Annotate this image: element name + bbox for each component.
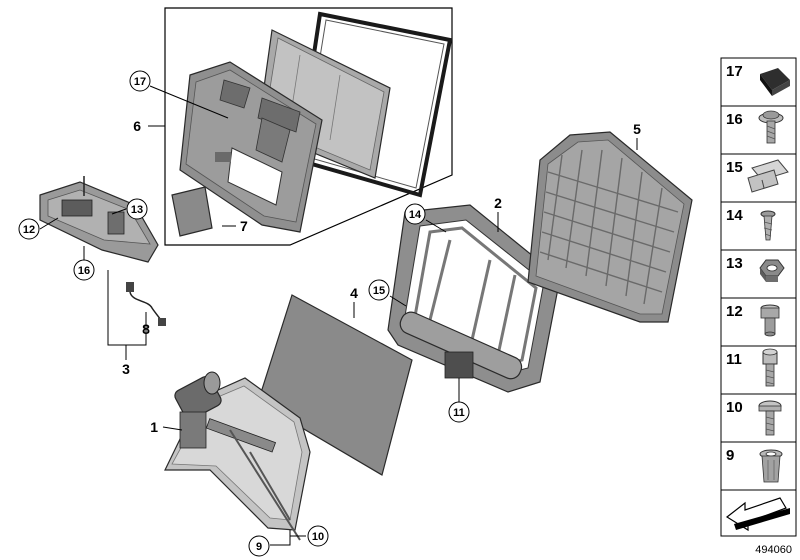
spring-clip-icon [747, 159, 789, 193]
sensor-cable [126, 282, 166, 326]
callout-5: 5 [633, 121, 641, 137]
callout-1: 1 [150, 419, 158, 435]
parts-legend: 17 16 15 14 13 [720, 57, 797, 537]
callout-12: 12 [23, 224, 35, 236]
mounting-bracket-left [39, 176, 159, 263]
legend-number: 16 [726, 111, 743, 128]
callout-11: 11 [453, 407, 465, 419]
legend-number: 10 [726, 399, 743, 416]
back-cover-grid [527, 131, 693, 323]
diagonal-arrow-icon [725, 497, 790, 532]
motor-drive-assembly [164, 371, 311, 541]
hex-nut-icon [759, 259, 785, 282]
rear-panel [257, 294, 413, 476]
callout-7: 7 [240, 218, 248, 234]
callout-6: 6 [133, 118, 141, 134]
callout-16: 16 [78, 265, 90, 277]
torx-screw-icon [758, 400, 782, 436]
callout-13: 13 [131, 204, 143, 216]
leader-lines [39, 85, 638, 546]
callout-labels: 17 6 7 13 12 16 8 3 4 2 5 14 15 11 1 9 1… [18, 70, 641, 557]
legend-number: 17 [726, 63, 743, 80]
callout-17: 17 [134, 76, 146, 88]
diagram-reference-number: 494060 [755, 544, 792, 556]
flange-screw-icon [758, 110, 784, 144]
legend-number: 15 [726, 159, 743, 176]
legend-number: 12 [726, 303, 743, 320]
plastic-rivet-icon [760, 210, 776, 241]
legend-number: 13 [726, 255, 743, 272]
foam-pad-icon [760, 68, 790, 96]
callout-3: 3 [122, 361, 130, 377]
socket-screw-icon [762, 348, 778, 387]
callout-8: 8 [142, 321, 150, 337]
housing-cover [171, 186, 213, 237]
callout-9: 9 [256, 541, 262, 553]
callout-14: 14 [409, 209, 422, 221]
carrier-frame [387, 204, 561, 393]
spacer-sleeve-icon [760, 304, 780, 337]
callout-10: 10 [312, 531, 324, 543]
inset-detail-box [164, 7, 453, 246]
callout-4: 4 [350, 285, 358, 301]
callout-2: 2 [494, 195, 502, 211]
callout-15: 15 [373, 285, 385, 297]
monitor-housing [179, 61, 323, 233]
rivet-nut-icon [759, 449, 783, 483]
legend-number: 14 [726, 207, 743, 224]
legend-number: 11 [726, 351, 742, 368]
legend-number: 9 [726, 447, 734, 464]
